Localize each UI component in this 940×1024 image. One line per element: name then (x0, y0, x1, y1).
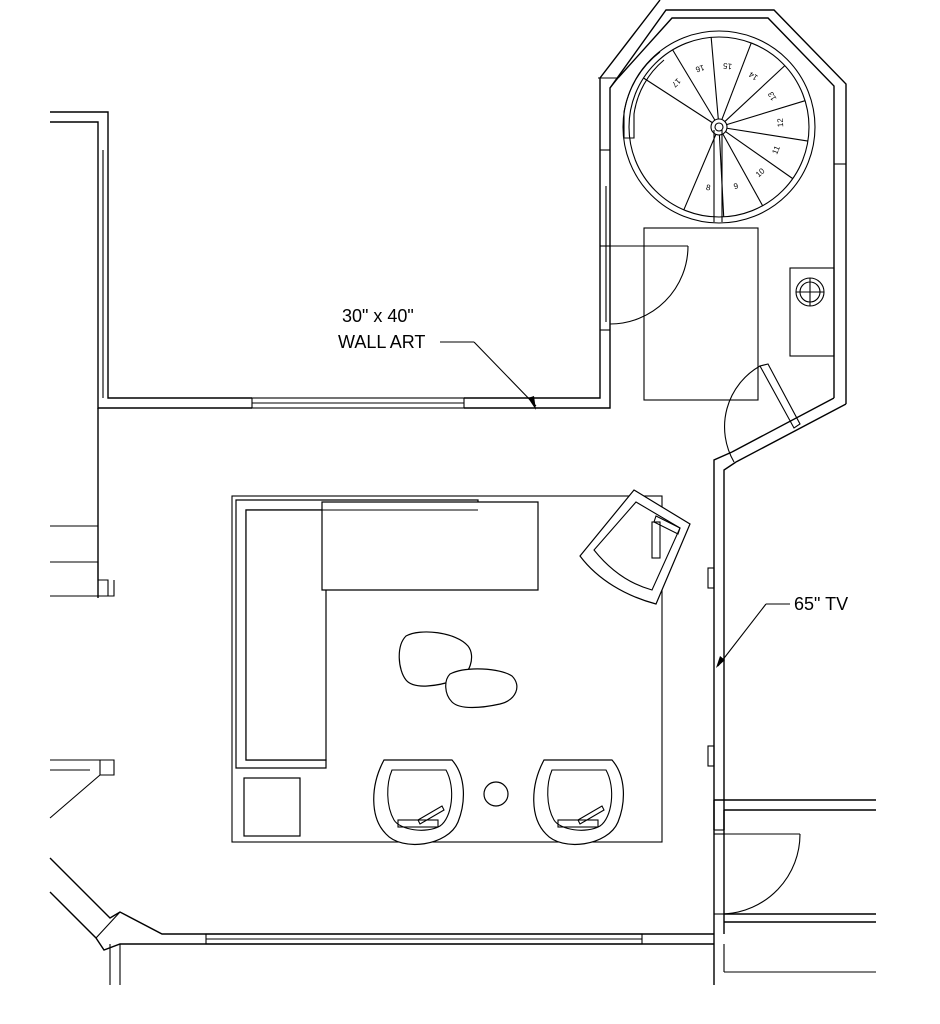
landing-rug (643, 227, 759, 401)
stair-step-number: 11 (770, 144, 782, 156)
walls (49, 0, 876, 985)
stair-tread-line (726, 100, 806, 126)
doors (600, 245, 801, 915)
stair-tread-line (672, 49, 716, 121)
stair-tread-line (725, 131, 794, 180)
leader-lines (440, 341, 790, 668)
ottomans (398, 631, 518, 709)
stair-tread-line (721, 42, 752, 120)
cabinet (789, 267, 835, 357)
armchair-bottom-right (533, 759, 624, 846)
stair-tread-line (726, 127, 808, 142)
wall-art-label-line1: 30" x 40" (342, 306, 414, 326)
stair-step-number: 15 (722, 61, 733, 71)
stair-step-number: 17 (669, 76, 682, 89)
stair-tower-fixtures (643, 227, 835, 401)
round-table (483, 781, 509, 807)
armchair-top-right (579, 489, 691, 605)
side-table (243, 777, 301, 837)
wall-art-label-line2: WALL ART (338, 332, 425, 352)
stair-step-number: 13 (766, 90, 779, 103)
stair-tread-line (683, 134, 717, 211)
stair-step-number: 8 (705, 183, 711, 193)
stair-step-number: 12 (776, 117, 786, 127)
armchair-bottom-left (373, 759, 464, 846)
stair-step-number: 9 (733, 181, 740, 191)
stair-tread-line (710, 37, 719, 120)
sectional-sofa (235, 499, 539, 769)
stair-step-number: 14 (747, 69, 760, 82)
area-rug (231, 495, 663, 843)
stair-step-number: 10 (754, 166, 767, 179)
stair-step-number: 16 (694, 63, 706, 74)
tv-label: 65" TV (794, 594, 848, 614)
stair-tread-line (718, 134, 725, 217)
stair-tread-line (724, 65, 786, 122)
stair-tread-line (722, 133, 764, 206)
stair-tread-line (643, 77, 713, 124)
